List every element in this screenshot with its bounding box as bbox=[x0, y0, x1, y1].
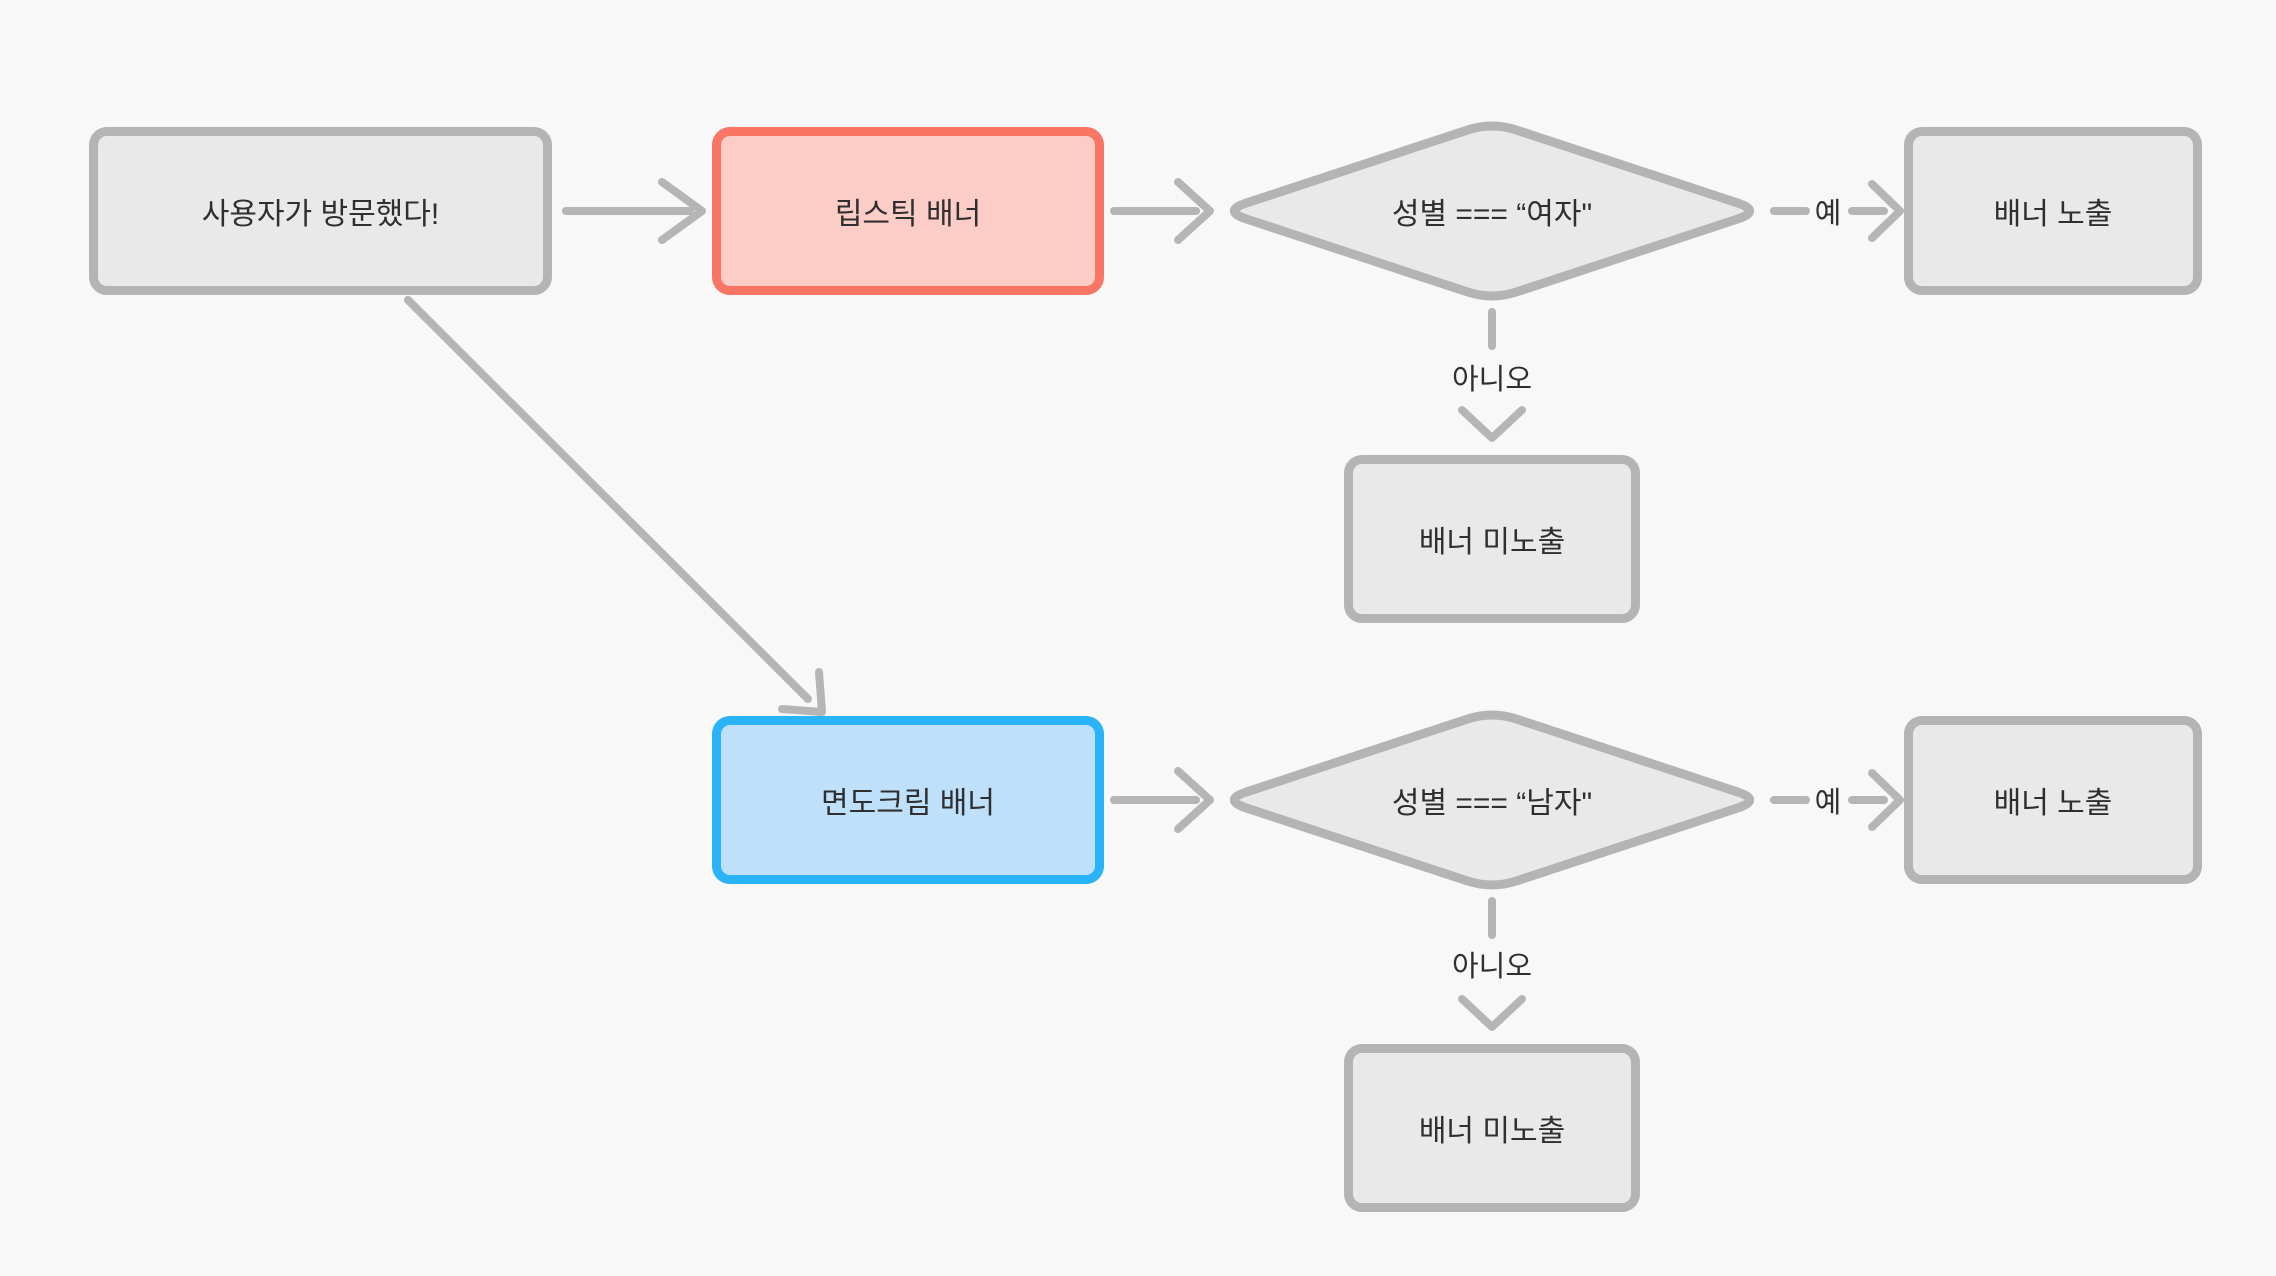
arrowhead-female-yes bbox=[1868, 180, 1904, 242]
node-label: 배너 미노출 bbox=[1418, 1115, 1566, 1148]
arrowhead-female-no bbox=[1458, 406, 1526, 442]
node-label: 배너 노출 bbox=[1993, 787, 2113, 820]
arrowhead-shaving-to-male-check bbox=[1174, 767, 1214, 833]
arrowhead-male-no bbox=[1458, 995, 1526, 1031]
edge-label-female-no: 아니오 bbox=[1451, 364, 1533, 396]
arrowhead-start-to-lipstick bbox=[658, 178, 706, 244]
node-banner-hide-male[interactable]: 배너 미노출 bbox=[1344, 1044, 1640, 1212]
arrowhead-start-to-shaving bbox=[778, 668, 826, 716]
node-user-visited[interactable]: 사용자가 방문했다! bbox=[89, 127, 552, 295]
node-shaving-cream-banner[interactable]: 면도크림 배너 bbox=[712, 716, 1104, 884]
node-banner-hide-female[interactable]: 배너 미노출 bbox=[1344, 455, 1640, 623]
node-label: 배너 미노출 bbox=[1418, 526, 1566, 559]
node-label: 립스틱 배너 bbox=[834, 198, 982, 231]
arrowhead-lipstick-to-female-check bbox=[1174, 178, 1214, 244]
node-banner-show-female[interactable]: 배너 노출 bbox=[1904, 127, 2202, 295]
node-lipstick-banner[interactable]: 립스틱 배너 bbox=[712, 127, 1104, 295]
node-label: 사용자가 방문했다! bbox=[201, 198, 440, 231]
arrowhead-male-yes bbox=[1868, 769, 1904, 831]
diamond-label-male-check: 성별 === “남자" bbox=[1391, 787, 1593, 820]
node-label: 배너 노출 bbox=[1993, 198, 2113, 231]
node-gender-male-check[interactable] bbox=[1229, 710, 1755, 890]
node-banner-show-male[interactable]: 배너 노출 bbox=[1904, 716, 2202, 884]
edge-label-female-yes: 예 bbox=[1814, 198, 1842, 230]
edge-label-male-yes: 예 bbox=[1814, 787, 1842, 819]
diamond-label-female-check: 성별 === “여자" bbox=[1391, 198, 1593, 231]
node-gender-female-check[interactable] bbox=[1229, 121, 1755, 301]
edge-start-to-shaving bbox=[404, 296, 812, 703]
edge-label-male-no: 아니오 bbox=[1451, 951, 1533, 983]
node-label: 면도크림 배너 bbox=[821, 787, 995, 820]
